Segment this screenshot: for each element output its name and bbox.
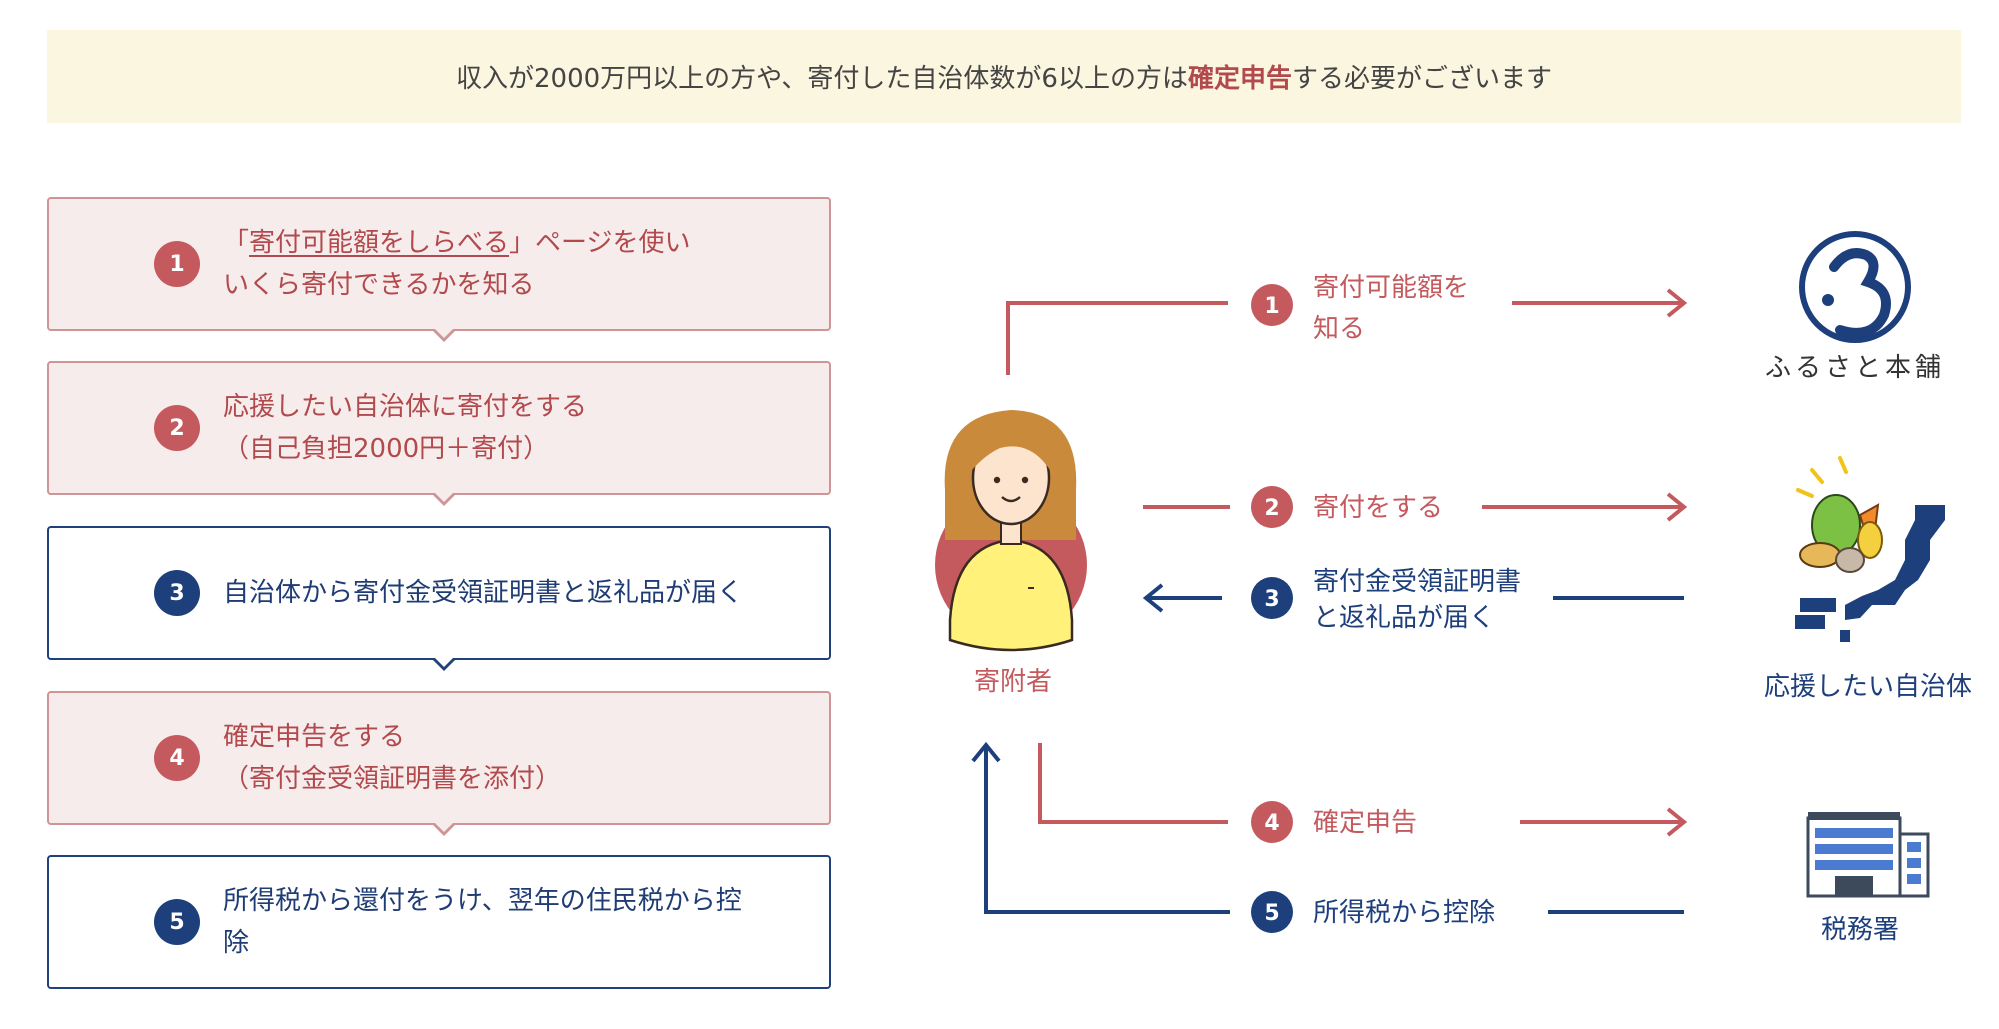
flow-1-number: 1: [1264, 294, 1279, 319]
step-5-line1: 所得税から還付をうけ、翌年の住民税から控: [223, 886, 742, 916]
flow-4-number: 4: [1264, 811, 1279, 836]
tax-office-label: 税務署: [1821, 915, 1899, 945]
flow-3-label-line2: と返礼品が届く: [1313, 603, 1495, 633]
step-4-line2: （寄付金受領証明書を添付）: [223, 764, 562, 794]
step-3-line1: 自治体から寄付金受領証明書と返礼品が届く: [223, 578, 744, 608]
step-4-box: 4 確定申告をする （寄付金受領証明書を添付）: [47, 691, 831, 836]
flow-5-number-badge: [1251, 891, 1293, 933]
step-2-line2: （自己負担2000円＋寄付）: [223, 434, 550, 464]
flow-3-label-line1: 寄付金受領証明書: [1313, 567, 1521, 597]
step-3-number-badge: 3: [154, 570, 200, 616]
flow-5-number: 5: [1264, 901, 1279, 926]
flow-5-label: 所得税から控除: [1313, 898, 1495, 928]
flow-3-number: 3: [1264, 587, 1279, 612]
step-4-line1: 確定申告をする: [223, 722, 406, 752]
step-5-box: 5 所得税から還付をうけ、翌年の住民税から控 除: [47, 855, 831, 989]
flow-1-number-badge: [1251, 284, 1293, 326]
flow-4-line-left: [1038, 743, 1228, 824]
notice-text-before: 収入が2000万円以上の方や、寄付した自治体数が6以上の方は: [456, 64, 1188, 94]
flow-4-label: 確定申告: [1313, 808, 1417, 838]
flow-1-label-line1: 寄付可能額を: [1313, 273, 1469, 303]
municipality-japan-map-icon: [1795, 456, 1945, 642]
step-3-box: 3 自治体から寄付金受領証明書と返礼品が届く: [47, 526, 831, 671]
flow-4: 4 確定申告: [1038, 743, 1688, 843]
notice-text-after: する必要がございます: [1291, 64, 1552, 94]
municipality-label: 応援したい自治体: [1764, 672, 1972, 702]
flow-2-arrowhead: [1666, 492, 1688, 522]
step-2-pointer: [431, 491, 457, 506]
donor-avatar-icon: [935, 410, 1087, 652]
flow-1: 1 寄付可能額を 知る: [1006, 273, 1688, 375]
step-5-number-badge: 5: [154, 899, 200, 945]
flow-2: 2 寄付をする: [1143, 486, 1688, 528]
flow-1-arrowhead: [1666, 288, 1688, 318]
donor-label: 寄附者: [974, 667, 1052, 697]
flow-1-label-line2: 知る: [1313, 314, 1365, 344]
flow-3: 3 寄付金受領証明書 と返礼品が届く: [1142, 567, 1684, 633]
step-1-pointer: [431, 327, 457, 342]
check-amount-link[interactable]: 寄付可能額をしらべる: [249, 228, 510, 258]
flow-2-label: 寄付をする: [1313, 493, 1443, 523]
step-3-pointer: [431, 656, 457, 671]
furusato-label: ふるさと本舗: [1765, 353, 1945, 383]
step-1-line2: いくら寄付できるかを知る: [223, 270, 535, 300]
flow-5-arrowhead: [971, 741, 1001, 763]
flow-5-line-left: [984, 745, 1230, 914]
flow-1-line-left: [1006, 301, 1228, 375]
step-1-box: 1 「寄付可能額をしらべる」ページを使い いくら寄付できるかを知る: [47, 197, 831, 342]
furusato-logo-icon: [1799, 231, 1911, 343]
flow-4-arrowhead: [1666, 807, 1688, 837]
flow-4-number-badge: [1251, 801, 1293, 843]
flow-5: 5 所得税から控除: [971, 741, 1684, 933]
flow-2-number-badge: [1251, 486, 1293, 528]
flow-3-arrowhead: [1142, 583, 1164, 613]
step-1-bracket-open: 「: [223, 228, 250, 258]
step-1-line1-rest: 」ページを使い: [509, 228, 691, 258]
step-4-pointer: [431, 821, 457, 836]
flow-2-number: 2: [1264, 496, 1279, 521]
notice-highlight: 確定申告: [1187, 64, 1292, 94]
step-2-line1: 応援したい自治体に寄付をする: [223, 392, 588, 422]
notice-banner: 収入が2000万円以上の方や、寄付した自治体数が6以上の方は確定申告する必要がご…: [47, 30, 1961, 123]
tax-office-building-icon: [1806, 812, 1930, 898]
step-2-box: 2 応援したい自治体に寄付をする （自己負担2000円＋寄付）: [47, 361, 831, 506]
step-4-number-badge: 4: [154, 735, 200, 781]
flow-3-number-badge: [1251, 577, 1293, 619]
step-2-number-badge: 2: [154, 405, 200, 451]
step-5-line2: 除: [223, 928, 250, 958]
step-1-number-badge: 1: [154, 241, 200, 287]
